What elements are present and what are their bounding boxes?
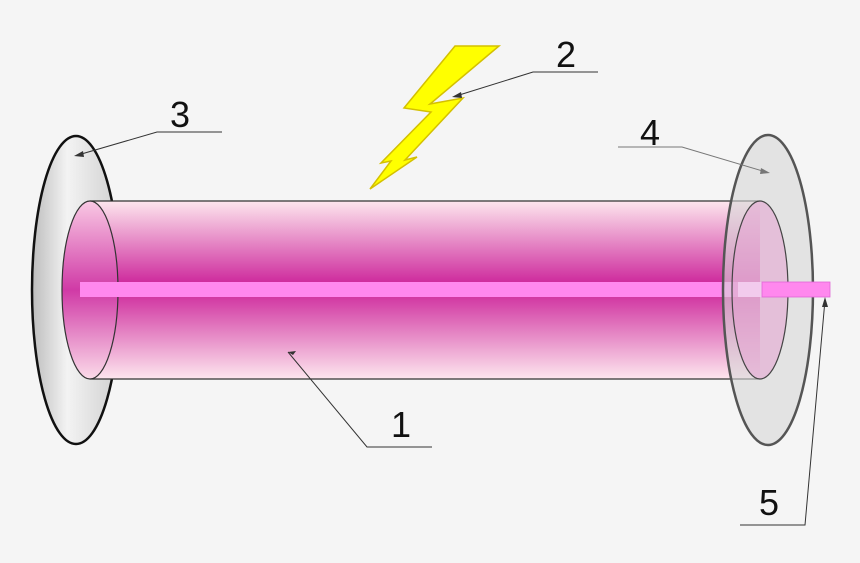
internal-laser-beam: [80, 282, 760, 297]
label-energy-pump: 2: [556, 34, 576, 75]
output-laser-beam: [761, 281, 831, 298]
beam-through-coupler: [738, 282, 764, 297]
label-output-coupler: 4: [640, 112, 660, 153]
leader-lines: [74, 71, 828, 526]
label-gain-medium: 1: [391, 404, 411, 445]
lightning-bolt-icon: [369, 45, 502, 190]
label-high-reflector: 3: [170, 94, 190, 135]
label-laser-beam: 5: [759, 482, 779, 523]
